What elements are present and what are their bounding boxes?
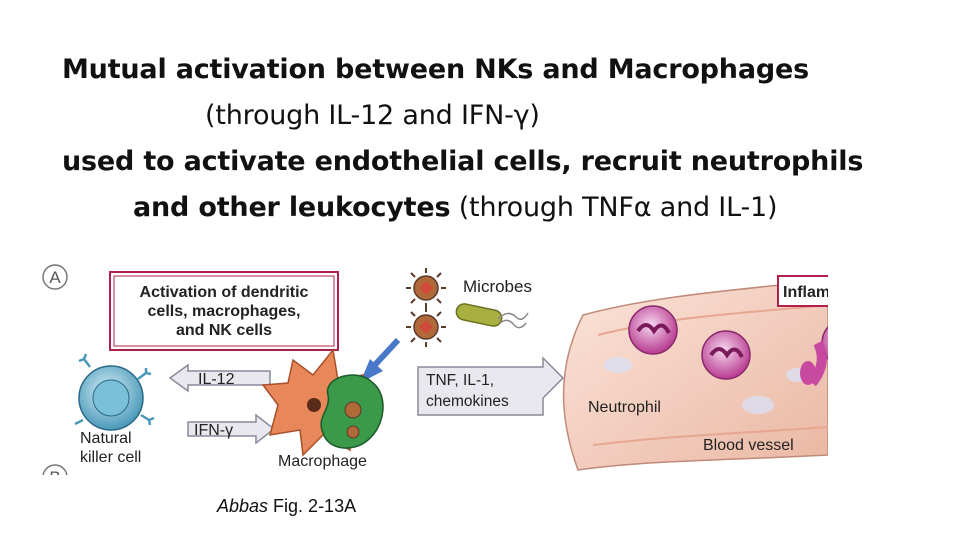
microbe-cluster: Microbes: [406, 268, 532, 347]
title-line-4-rest: (through TNFα and IL-1): [450, 192, 778, 223]
microbes-label: Microbes: [463, 277, 532, 296]
tnf-label-line-1: TNF, IL-1,: [426, 372, 494, 389]
caption-author: Abbas: [217, 496, 269, 516]
title-line-3: used to activate endothelial cells, recr…: [62, 146, 864, 177]
il12-label: IL-12: [198, 371, 235, 388]
nk-cell: Natural killer cell: [74, 353, 155, 466]
panel-label-b: B: [42, 464, 68, 475]
neutrophil-1: [628, 305, 678, 355]
title-line-2: (through IL-12 and IFN-γ): [205, 100, 540, 131]
inflammation-box: Inflammation: [777, 275, 828, 307]
svg-text:B: B: [49, 468, 60, 475]
virus-2: [406, 307, 446, 347]
activation-line-1: Activation of dendritic: [140, 284, 309, 301]
figure-caption: Abbas Fig. 2-13A: [217, 496, 356, 517]
activation-box: Activation of dendritic cells, macrophag…: [109, 271, 339, 351]
immune-activation-figure: A B: [42, 264, 828, 475]
virus-1: [406, 268, 446, 308]
svg-text:A: A: [49, 268, 61, 287]
title-line-4: and other leukocytes (through TNFα and I…: [133, 186, 777, 230]
title-line-4-bold: and other leukocytes: [133, 192, 451, 223]
ifn-gamma-label: IFN-γ: [194, 422, 233, 439]
il12-arrow: IL-12: [168, 363, 271, 393]
title-line-1: Mutual activation between NKs and Macrop…: [62, 54, 809, 85]
macrophage: Macrophage: [261, 348, 384, 470]
macrophage-label: Macrophage: [278, 453, 367, 470]
blue-arrow: [360, 337, 401, 383]
activation-line-3: and NK cells: [176, 322, 272, 339]
tnf-arrow: TNF, IL-1, chemokines: [417, 356, 565, 416]
inflammation-label: Inflammation: [783, 284, 828, 301]
activation-line-2: cells, macrophages,: [148, 303, 301, 320]
neutrophil-2: [701, 330, 751, 380]
neutrophil-3: [800, 326, 828, 387]
nk-label-line-2: killer cell: [80, 449, 141, 466]
neutrophil-label: Neutrophil: [588, 399, 661, 416]
panel-label-a: A: [42, 264, 68, 290]
nk-label-line-1: Natural: [80, 430, 132, 447]
blood-vessel-label: Blood vessel: [703, 437, 794, 454]
tnf-label-line-2: chemokines: [426, 393, 509, 410]
bacterium: [455, 303, 529, 329]
caption-rest: Fig. 2-13A: [268, 496, 357, 516]
ifn-gamma-arrow: IFN-γ: [187, 413, 276, 445]
